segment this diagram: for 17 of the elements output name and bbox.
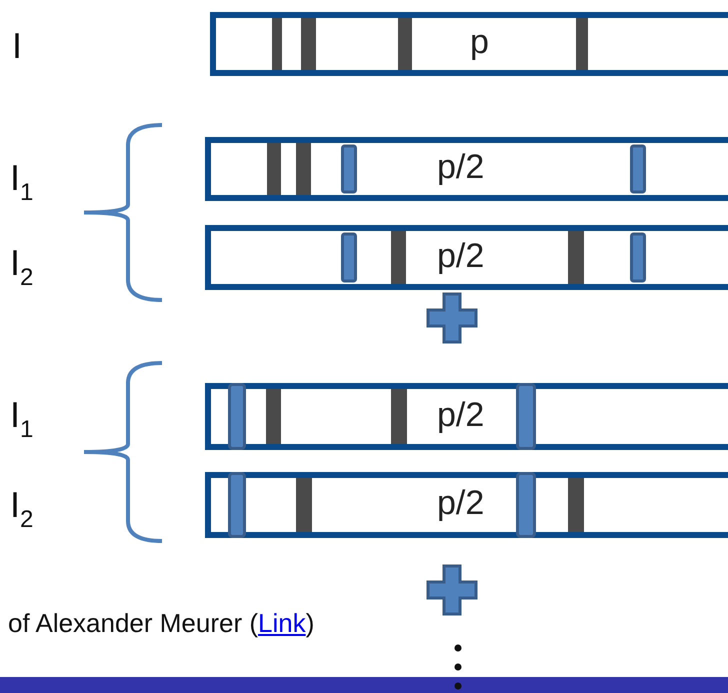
- row-label: I$_{1}$: [10, 397, 34, 442]
- sequence-bar: [205, 137, 728, 201]
- bar-label: p/2: [437, 486, 484, 520]
- bar-label: p: [470, 25, 489, 59]
- sequence-bar: [210, 12, 728, 76]
- row-label: I$_{2}$: [10, 487, 34, 532]
- bar-label: p/2: [437, 398, 484, 432]
- row-label: I$_{1}$: [10, 160, 34, 205]
- bar-label: p/2: [437, 150, 484, 184]
- row-label: I$_{2}$: [10, 245, 34, 290]
- bar-label: p/2: [437, 238, 484, 272]
- sequence-bar: [205, 472, 728, 538]
- row-label: I: [12, 28, 22, 64]
- sequence-bar: [205, 225, 728, 290]
- link: Link: [258, 608, 306, 638]
- credit-text: of Alexander Meurer (Link): [8, 608, 314, 639]
- sequence-bar: [205, 383, 728, 450]
